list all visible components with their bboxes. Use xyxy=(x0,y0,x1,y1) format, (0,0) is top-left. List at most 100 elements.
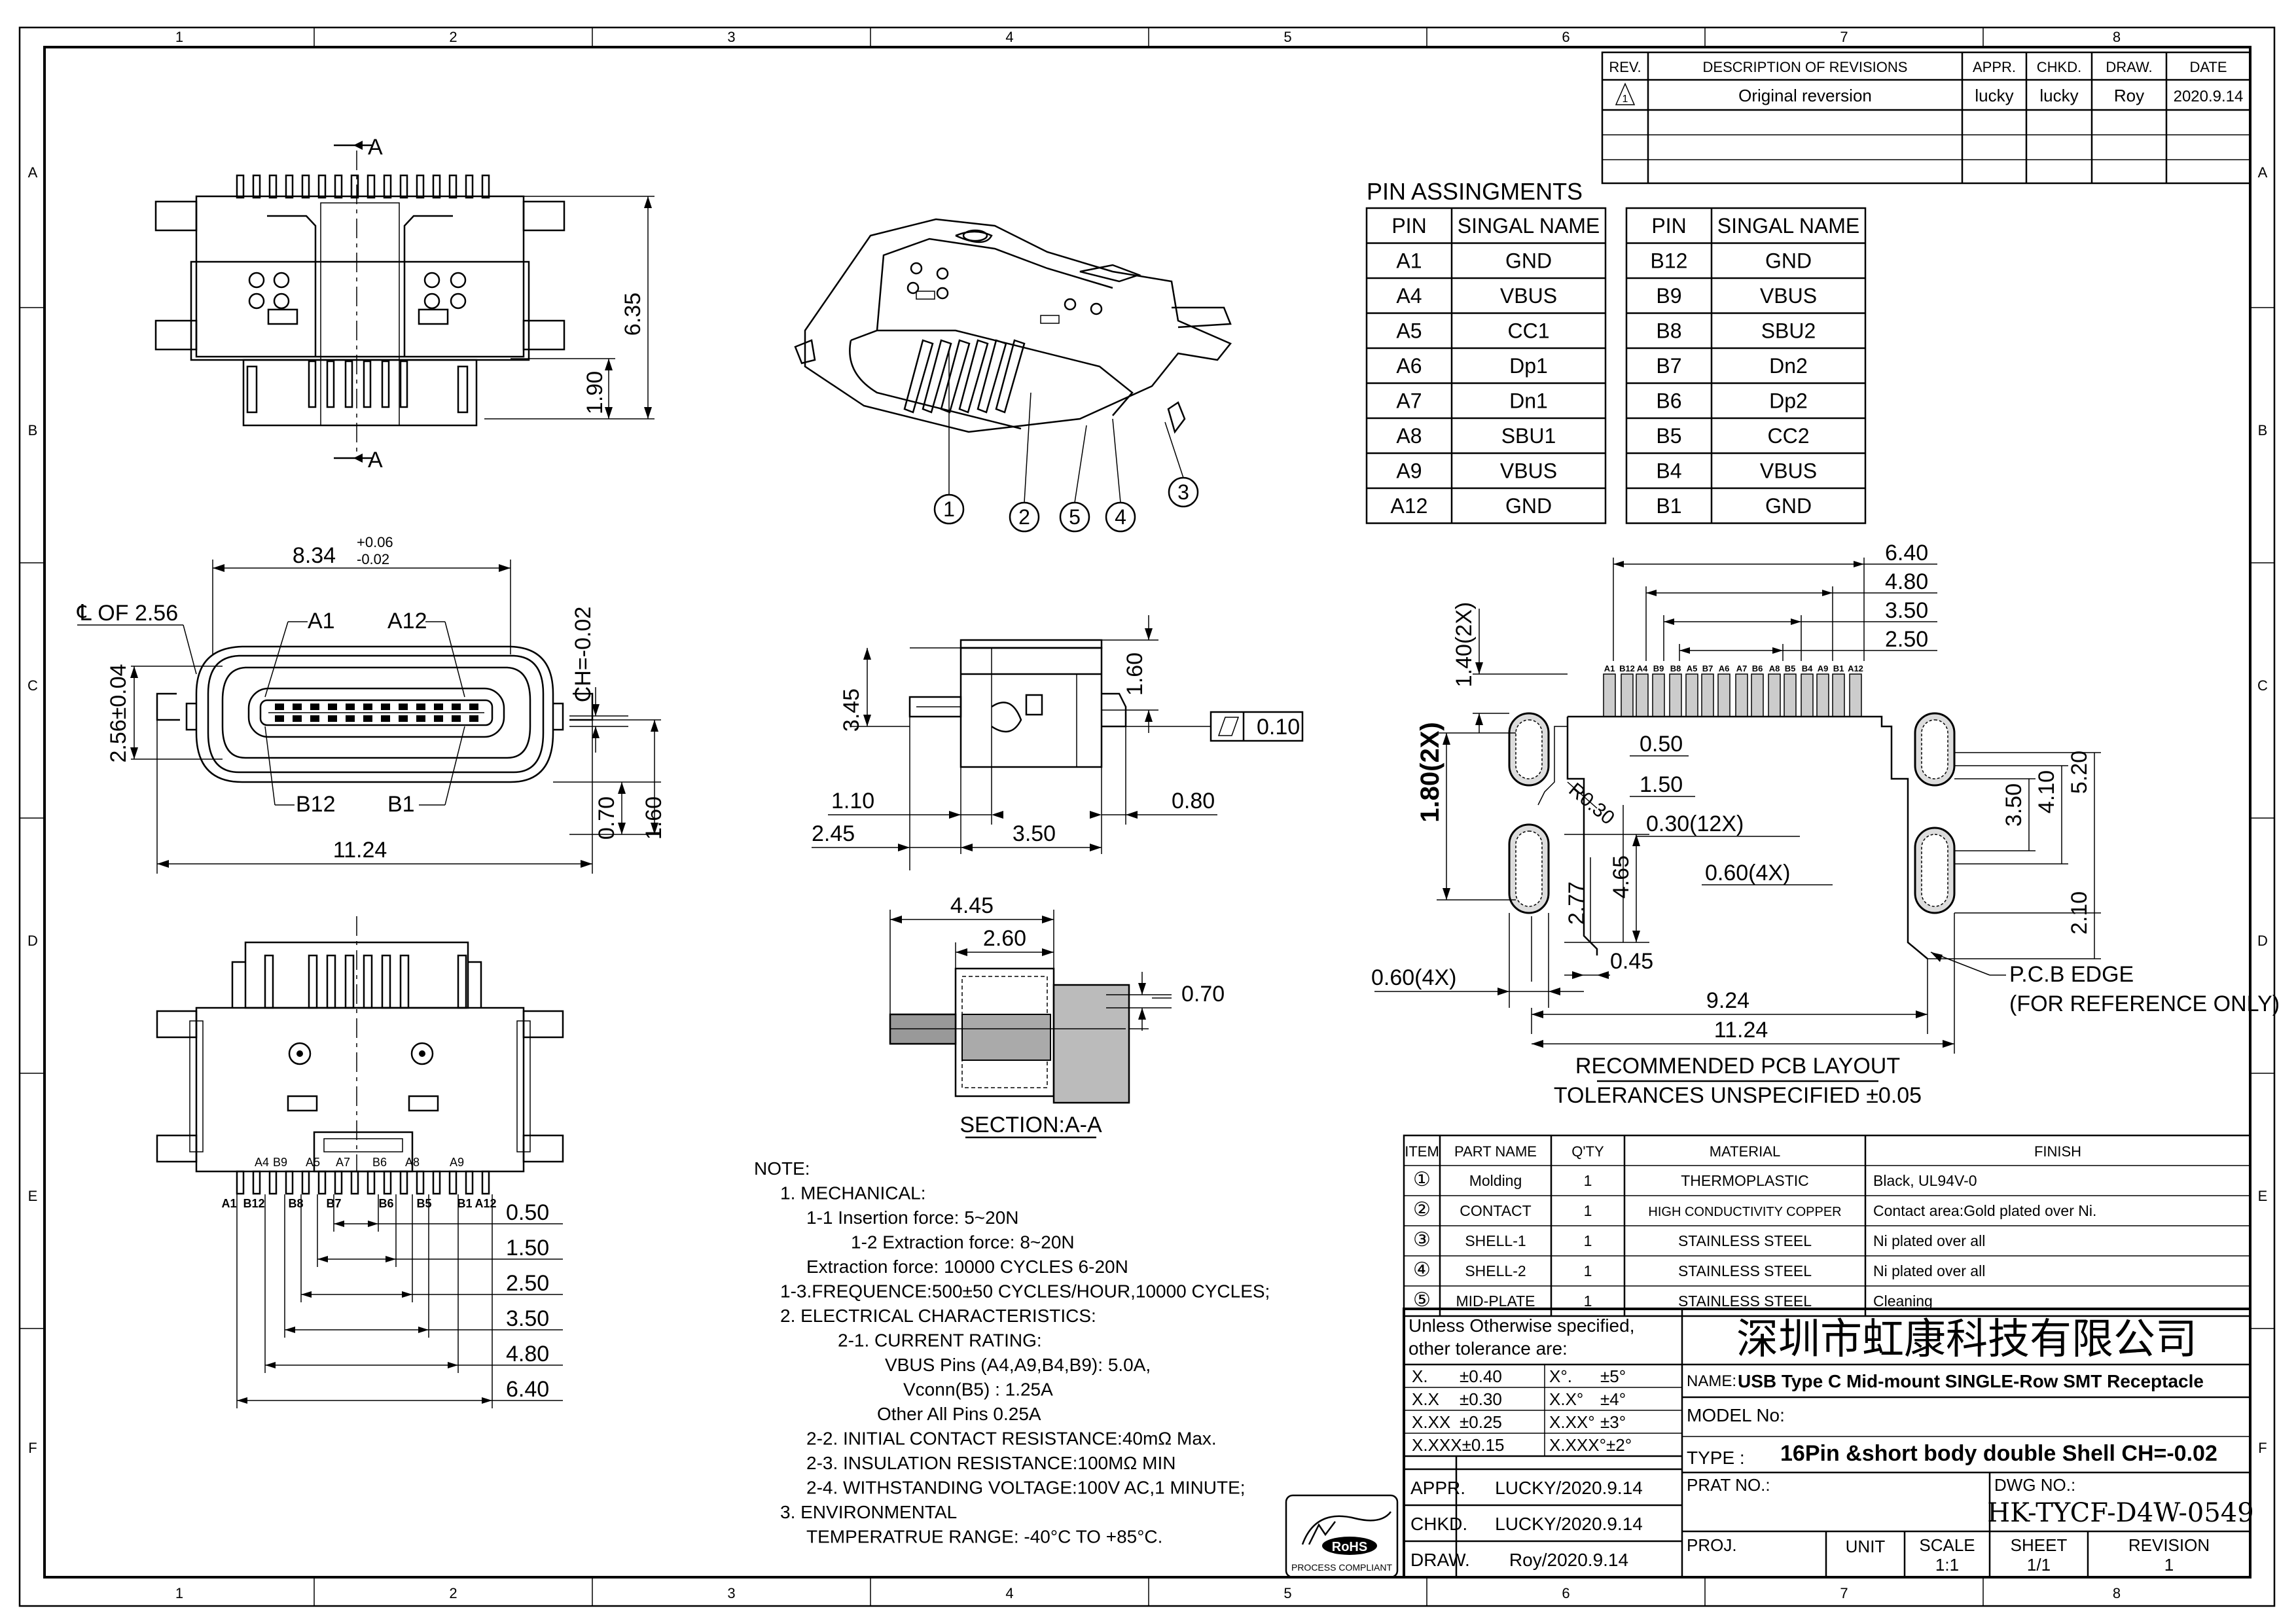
col-marker-top: 7 xyxy=(1840,29,1848,45)
col-marker-top: 5 xyxy=(1283,29,1291,45)
pin-number: A6 xyxy=(1396,354,1422,378)
pcb-dim-140: 1.40(2X) xyxy=(1452,602,1477,687)
front-dim-834: 8.34 xyxy=(293,543,336,568)
row-marker-left: B xyxy=(28,422,38,438)
pcb-pad xyxy=(1816,673,1829,717)
row-marker-left: D xyxy=(27,933,38,949)
pin-header: SINGAL NAME xyxy=(1458,214,1600,238)
balloon-2 xyxy=(1009,501,1040,533)
note-line: Other All Pins 0.25A xyxy=(877,1404,1041,1424)
top-pin xyxy=(465,174,474,199)
pin-label: A5 xyxy=(306,1156,320,1169)
pin-label: B6 xyxy=(372,1156,387,1169)
top-dim-190: 1.90 xyxy=(583,371,607,414)
notes: NOTE:1. MECHANICAL:1-1 Insertion force: … xyxy=(754,1158,1270,1547)
front-pin-a12: A12 xyxy=(387,609,427,633)
pcb-pad xyxy=(1669,673,1682,717)
pcb-dim-350: 3.50 xyxy=(2001,783,2026,827)
pcb-pad-label: B12 xyxy=(1619,664,1635,673)
tolerance-cell: X.XXX°±2° xyxy=(1549,1435,1632,1455)
name-label: NAME: xyxy=(1687,1372,1736,1390)
contact-bottom xyxy=(275,715,284,722)
pcb-pad xyxy=(1636,673,1649,717)
rev-appr: lucky xyxy=(1975,86,2013,105)
bottom-view-pin xyxy=(383,1170,392,1195)
pcb-pad-label: A6 xyxy=(1719,664,1730,673)
bottom-view-lead xyxy=(363,954,373,1009)
bom-cell: Ni plated over all xyxy=(1873,1232,1985,1249)
draw-value: Roy/2020.9.14 xyxy=(1509,1550,1628,1570)
bottom-view-pin xyxy=(448,1170,457,1195)
col-marker-top: 3 xyxy=(727,29,735,45)
sheet-value: 1/1 xyxy=(2027,1555,2051,1575)
bottom-view-pin xyxy=(334,1170,343,1195)
note-line: 1. MECHANICAL: xyxy=(780,1183,926,1204)
pin-signal: GND xyxy=(1505,249,1552,273)
col-marker-top: 2 xyxy=(449,29,457,45)
bom-cell: MID-PLATE xyxy=(1456,1293,1535,1310)
pin-label: A1 xyxy=(221,1197,236,1210)
balloon-number: 5 xyxy=(1069,505,1081,529)
revision-label: REVISION xyxy=(2128,1535,2210,1555)
bottom-view-lead xyxy=(264,954,274,1009)
iso-contact xyxy=(977,339,1007,414)
front-pin-a1: A1 xyxy=(308,609,335,633)
pin-signal: CC1 xyxy=(1507,319,1549,343)
side-dim-110: 1.10 xyxy=(831,789,874,813)
revision-value: 1 xyxy=(2164,1555,2174,1575)
pin-number: B8 xyxy=(1656,319,1681,343)
pin-label: A4 xyxy=(255,1156,269,1169)
bottom-lead xyxy=(308,360,317,408)
section-mark-bottom: A xyxy=(368,448,383,473)
pin-number: A9 xyxy=(1396,459,1422,483)
pcb-pad xyxy=(1701,673,1714,717)
bottom-lead xyxy=(399,360,408,408)
pcb-dim-030: 0.30(12X) xyxy=(1646,812,1744,836)
contact-top xyxy=(293,704,302,710)
pin-signal: Dn1 xyxy=(1509,389,1548,413)
section-dim-070: 0.70 xyxy=(1181,982,1225,1007)
iso-contact xyxy=(903,339,934,414)
pin-signal: SBU2 xyxy=(1761,319,1816,343)
pin-header: PIN xyxy=(1391,214,1426,238)
rev-desc: Original reversion xyxy=(1738,86,1872,105)
balloon-1 xyxy=(933,493,965,525)
bom-header: Q'TY xyxy=(1571,1143,1604,1160)
note-line: NOTE: xyxy=(754,1158,810,1179)
pin-label: A8 xyxy=(405,1156,420,1169)
top-pin xyxy=(432,174,441,199)
bottom-lead xyxy=(344,360,353,408)
appr-value: LUCKY/2020.9.14 xyxy=(1495,1478,1643,1498)
pcb-pad-label: B1 xyxy=(1833,664,1844,673)
bottom-view-lead xyxy=(344,954,355,1009)
pin-label: A9 xyxy=(450,1156,464,1169)
pcb-caption-1: RECOMMENDED PCB LAYOUT xyxy=(1575,1054,1900,1079)
pin-signal: SBU1 xyxy=(1501,424,1556,448)
pin-label: B12 xyxy=(243,1197,264,1210)
pcb-dim-465: 4.65 xyxy=(1609,855,1634,899)
bottom-view-pin xyxy=(252,1170,261,1195)
side-flatness: 0.10 xyxy=(1257,715,1300,740)
pcb-pad-label: B7 xyxy=(1702,664,1713,673)
pcb-dim-045: 0.45 xyxy=(1610,949,1653,974)
pcb-top-dim: 4.80 xyxy=(1885,569,1928,594)
contact-bottom xyxy=(310,715,319,722)
bottom-view-pin xyxy=(399,1170,408,1195)
contact-bottom xyxy=(399,715,408,722)
note-line: 2. ELECTRICAL CHARACTERISTICS: xyxy=(780,1306,1096,1326)
tolerance-cell: X. xyxy=(1412,1366,1428,1386)
bom-cell: 1 xyxy=(1584,1202,1592,1219)
pin-number: A7 xyxy=(1396,389,1422,413)
pin-signal: VBUS xyxy=(1500,284,1557,308)
pin-number: A5 xyxy=(1396,319,1422,343)
bom-cell: STAINLESS STEEL xyxy=(1678,1293,1812,1310)
bottom-lead xyxy=(381,360,390,408)
pin-signal: VBUS xyxy=(1500,459,1557,483)
tolerance-cell: X.X° xyxy=(1549,1389,1583,1409)
pcb-pad xyxy=(1717,673,1731,717)
contact-top xyxy=(452,704,461,710)
bom-cell: Black, UL94V-0 xyxy=(1873,1172,1977,1189)
section-label: SECTION:A-A xyxy=(960,1113,1102,1137)
tolerance-cell: ±0.30 xyxy=(1460,1389,1502,1409)
